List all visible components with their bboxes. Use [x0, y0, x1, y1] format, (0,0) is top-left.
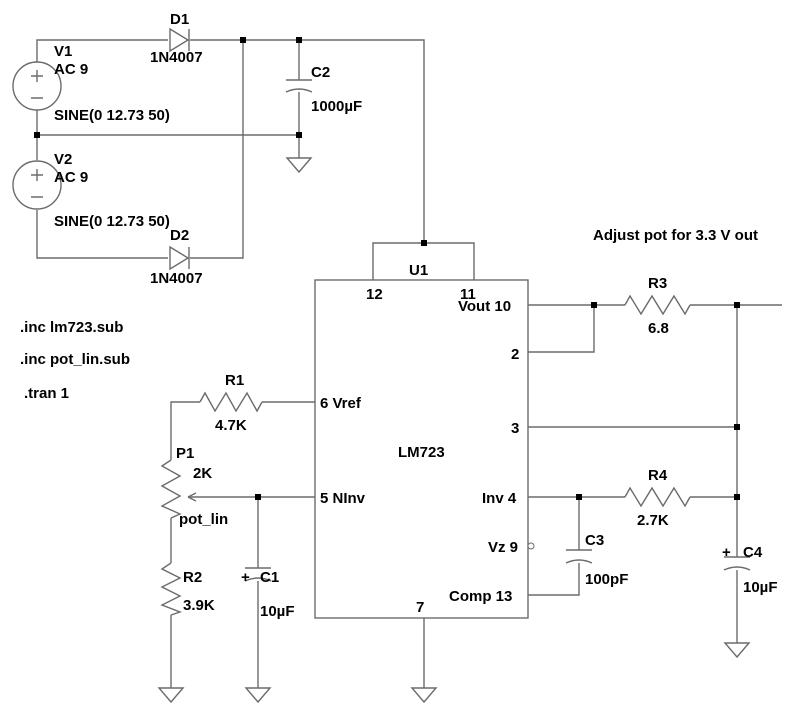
c1-capacitor	[244, 567, 272, 582]
c2-value: 1000µF	[311, 98, 362, 115]
pin-comp-label: Comp 13	[449, 588, 512, 605]
pin-ninv-label: 5 NInv	[320, 490, 366, 507]
d2-value: 1N4007	[150, 270, 203, 287]
pin-inv-label: Inv 4	[482, 490, 517, 507]
directive-inc-pot: .inc pot_lin.sub	[20, 351, 130, 368]
c4-capacitor	[723, 556, 751, 571]
vz-pin-marker	[527, 542, 535, 550]
r1-resistor	[199, 391, 263, 413]
c4-name: C4	[743, 544, 763, 561]
v2-source	[12, 160, 62, 210]
d1-diode	[169, 27, 190, 53]
p1-name: P1	[176, 445, 194, 462]
directive-tran: .tran 1	[24, 385, 69, 402]
adjust-note: Adjust pot for 3.3 V out	[593, 227, 758, 244]
r4-name: R4	[648, 467, 668, 484]
r3-name: R3	[648, 275, 667, 292]
d1-name: D1	[170, 11, 189, 28]
d1-value: 1N4007	[150, 49, 203, 66]
directive-inc-lm723: .inc lm723.sub	[20, 319, 123, 336]
pin-2-label: 2	[511, 346, 519, 363]
junction-dots	[34, 37, 740, 500]
ground-symbols	[157, 157, 751, 704]
pin-vout-label: Vout 10	[458, 298, 511, 315]
pin-12-label: 12	[366, 286, 383, 303]
v2-name: V2	[54, 151, 72, 168]
r4-value: 2.7K	[637, 512, 669, 529]
p1-model: pot_lin	[179, 511, 228, 528]
p1-potentiometer	[160, 459, 197, 519]
d2-diode	[169, 245, 190, 271]
pin-vz-label: Vz 9	[488, 539, 518, 556]
r4-resistor	[624, 486, 691, 508]
c1-value: 10µF	[260, 603, 295, 620]
r1-value: 4.7K	[215, 417, 247, 434]
c4-value: 10µF	[743, 579, 778, 596]
r2-value: 3.9K	[183, 597, 215, 614]
c3-value: 100pF	[585, 571, 628, 588]
r2-resistor	[160, 562, 183, 616]
p1-value: 2K	[193, 465, 212, 482]
v1-value: AC 9	[54, 61, 88, 78]
u1-name: U1	[409, 262, 428, 279]
c1-name: C1	[260, 569, 279, 586]
u1-part: LM723	[398, 444, 445, 461]
r3-value: 6.8	[648, 320, 669, 337]
pin-7-label: 7	[416, 599, 424, 616]
v2-value: AC 9	[54, 169, 88, 186]
r1-name: R1	[225, 372, 244, 389]
r3-resistor	[624, 294, 691, 316]
d2-name: D2	[170, 227, 189, 244]
u1-ic-body	[314, 279, 529, 619]
pin-11-label: 11	[460, 286, 476, 303]
r2-name: R2	[183, 569, 202, 586]
c2-name: C2	[311, 64, 330, 81]
v2-spec: SINE(0 12.73 50)	[54, 213, 170, 230]
pin-vref-label: 6 Vref	[320, 395, 362, 412]
c1-plus: +	[241, 569, 250, 586]
v1-name: V1	[54, 43, 72, 60]
c3-capacitor	[565, 549, 593, 564]
c2-capacitor	[285, 79, 313, 93]
v1-spec: SINE(0 12.73 50)	[54, 107, 170, 124]
wires	[36, 39, 782, 688]
c3-name: C3	[585, 532, 604, 549]
c4-plus: +	[722, 544, 731, 561]
pin-3-label: 3	[511, 420, 519, 437]
v1-source	[12, 61, 62, 111]
